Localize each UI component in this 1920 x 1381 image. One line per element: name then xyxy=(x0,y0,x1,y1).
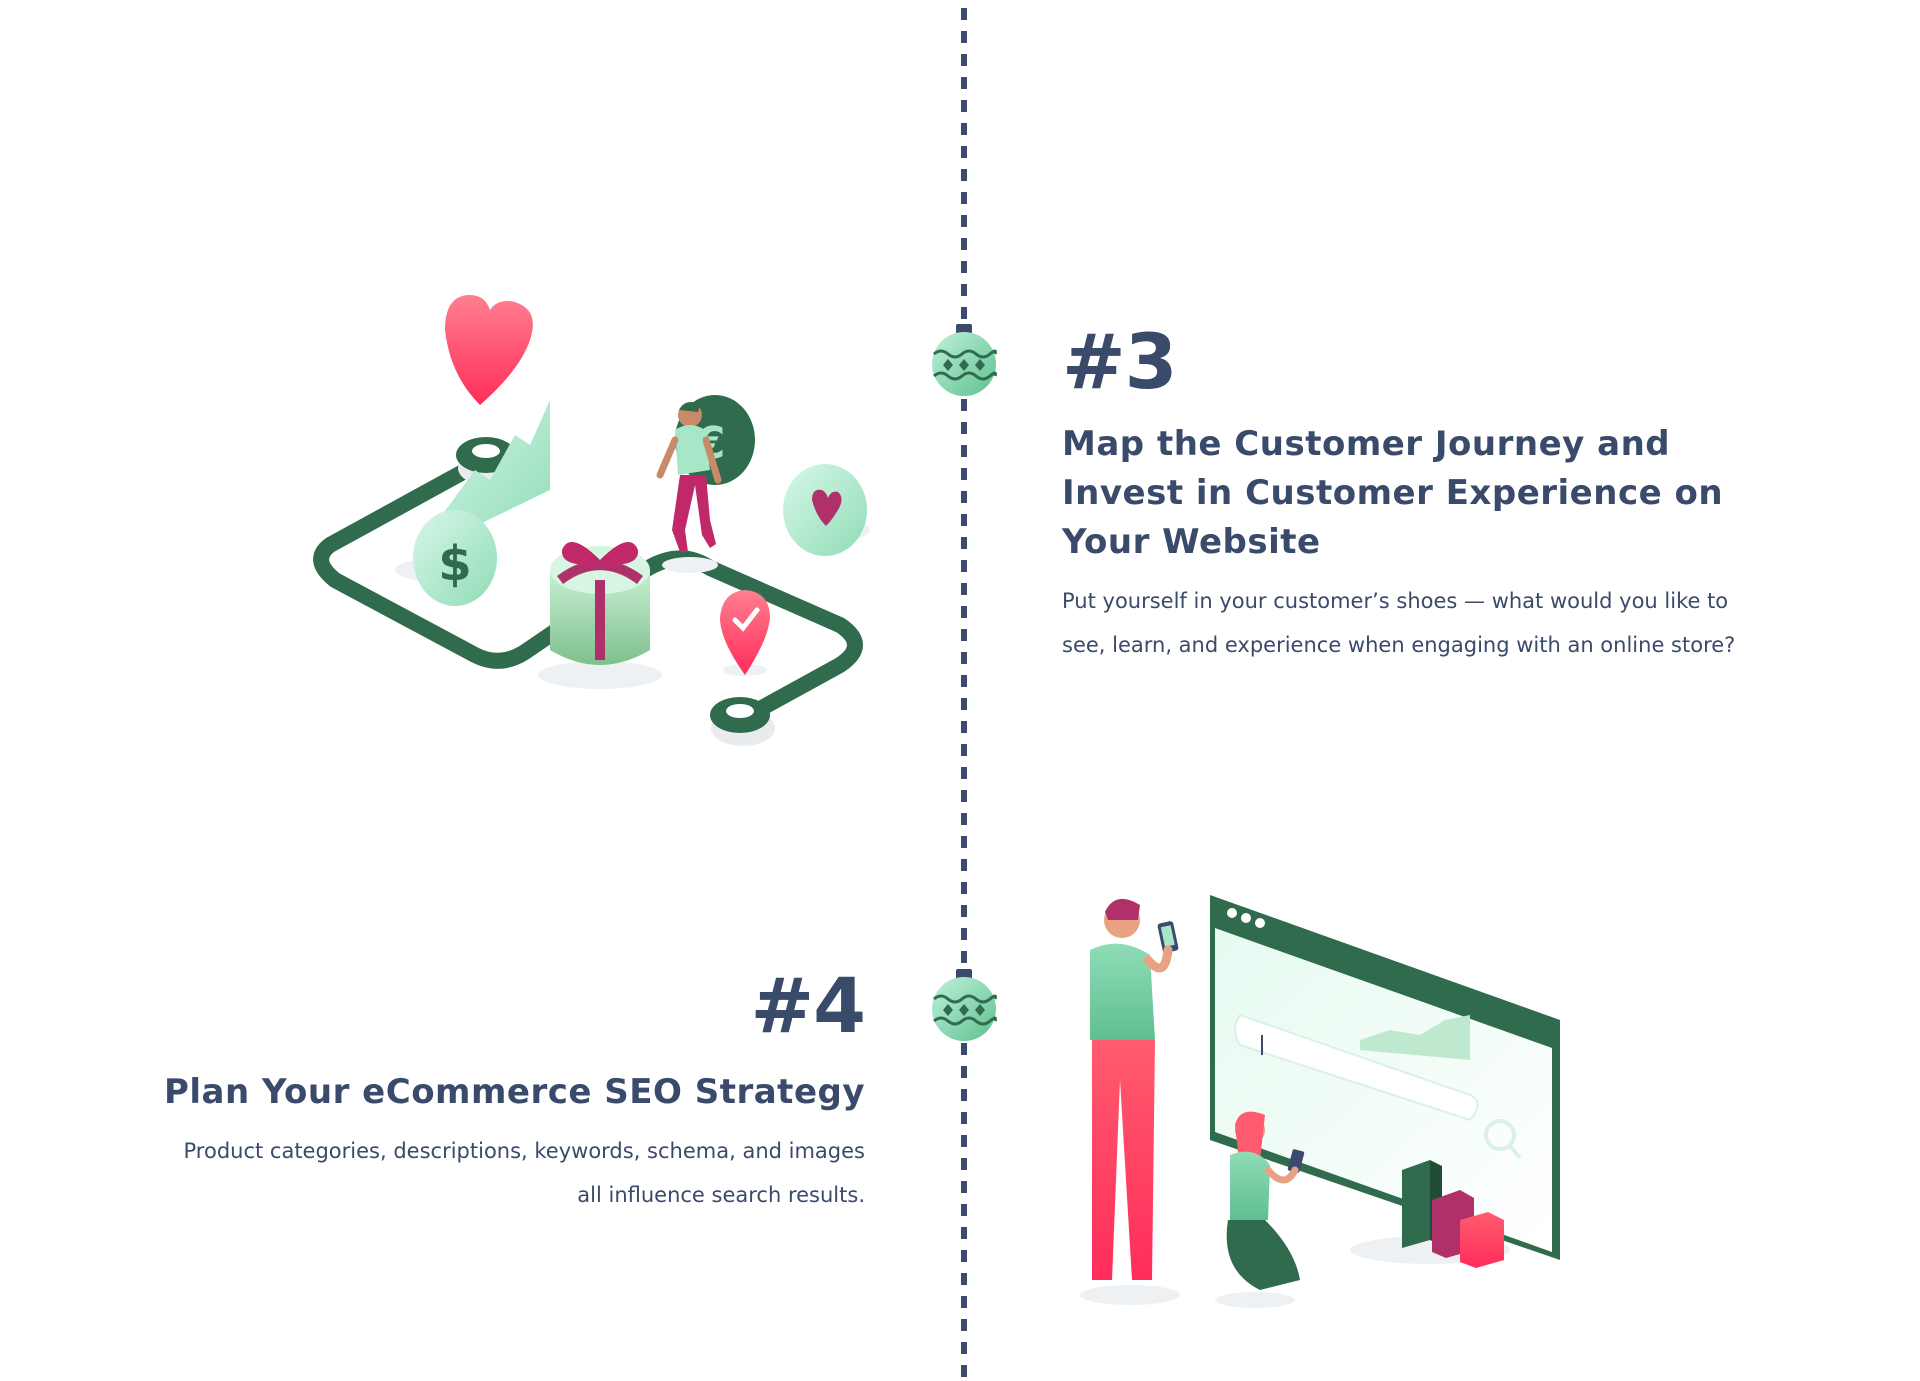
search-bar xyxy=(1234,1013,1479,1122)
dollar-icon: $ xyxy=(438,536,471,592)
woman-with-phone-icon xyxy=(1215,1111,1305,1308)
step-4: #4 Plan Your eCommerce SEO Strategy Prod… xyxy=(160,961,866,1217)
heart-icon xyxy=(445,295,533,405)
ring-hole xyxy=(472,444,500,458)
step-description: Put yourself in your customer’s shoes — … xyxy=(1062,589,1736,657)
ring-hole xyxy=(726,704,754,718)
step-number: #3 xyxy=(1062,317,1178,406)
window-dot xyxy=(1227,908,1237,918)
window-dot xyxy=(1241,913,1251,923)
step-description: Product categories, descriptions, keywor… xyxy=(183,1139,866,1207)
bar-blocks-icon xyxy=(1350,1160,1510,1268)
walking-person-icon xyxy=(656,402,722,573)
step-number: #4 xyxy=(750,961,866,1050)
christmas-ornament-icon xyxy=(932,969,997,1041)
heart-icon xyxy=(812,489,842,526)
dollar-bubble xyxy=(413,510,497,606)
seo-dashboard-illustration xyxy=(1080,895,1560,1308)
man-with-phone-icon xyxy=(1080,898,1180,1305)
area-chart xyxy=(1360,1015,1470,1060)
step-title: Map the Customer Journey and Invest in C… xyxy=(1062,424,1724,562)
timeline-dashed-line xyxy=(961,8,967,1381)
window-dot xyxy=(1255,918,1265,928)
christmas-ornament-icon xyxy=(932,324,997,396)
step-title: Plan Your eCommerce SEO Strategy xyxy=(163,1072,865,1112)
location-pin-icon xyxy=(720,590,770,676)
gift-box-icon xyxy=(538,542,662,689)
step-3: #3 Map the Customer Journey and Invest i… xyxy=(1062,324,1762,667)
search-icon-handle xyxy=(1508,1144,1522,1160)
customer-journey-illustration: $ € xyxy=(313,295,870,746)
search-icon xyxy=(1484,1119,1516,1151)
